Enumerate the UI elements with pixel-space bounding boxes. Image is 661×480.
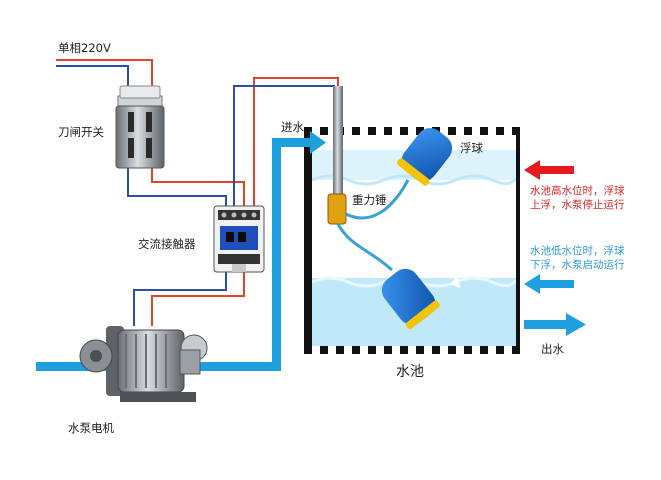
switch-label: 刀闸开关 [58,125,104,139]
wire-pump-blue [133,272,227,326]
weight-icon [327,193,347,225]
pipes: 进水 出水 [36,120,586,371]
wire-pump-red [151,272,245,326]
pipe-outlet [524,320,568,329]
svg-text:水池低水位时，浮球: 水池低水位时，浮球 [530,244,625,257]
outlet-arrow-icon [566,313,586,336]
svg-text:水池高水位时，浮球: 水池高水位时，浮球 [530,184,625,197]
wire-supply-blue [56,65,129,98]
contactor-label: 交流接触器 [138,237,196,251]
outlet-label: 出水 [541,342,564,356]
pump-motor-icon [79,326,208,402]
float-ball-icon [397,128,453,186]
inlet-arrow-icon [310,131,326,154]
float-ball-label: 浮球 [460,141,483,155]
svg-text:浮球下落: 浮球下落 [412,237,448,275]
low-water-arrow-icon [540,280,574,288]
float-ball-lower-icon [381,268,440,330]
high-water-arrow-icon [540,166,574,174]
pipe-discharge [196,362,278,371]
wire-coil-red [253,77,339,208]
wire-switch-red [151,168,245,208]
pipe-inlet [272,138,312,147]
float-cable-rod [333,86,343,194]
note-high-water: 水池高水位时，浮球 上浮，水泵停止运行 [524,160,625,211]
tank-wall-right [516,127,524,354]
wire-switch-blue [127,168,227,208]
tank-label: 水池 [396,364,424,380]
float-up-arrow: 浮球上浮 [395,184,454,249]
contactor-icon [213,205,265,273]
knife-switch-icon [115,85,165,169]
pipe-suction [36,362,106,371]
float-cable-upper [345,179,410,220]
pump-label: 水泵电机 [68,421,114,435]
float-cable-lower [336,223,394,272]
tank-wall-left [304,127,312,354]
pipe-riser [272,138,281,371]
svg-text:下浮，水泵启动运行: 下浮，水泵启动运行 [530,258,625,271]
note-low-water: 水池低水位时，浮球 下浮，水泵启动运行 [524,244,625,294]
wiring [56,59,339,326]
power-label: 单相220V [58,41,111,55]
tank-wall-bottom [304,346,524,354]
wire-supply-red [56,59,153,98]
inlet-label: 进水 [281,120,304,134]
tank-wall-top [304,127,524,135]
weight-label: 重力锤 [352,193,387,207]
svg-text:上浮，水泵停止运行: 上浮，水泵停止运行 [530,198,625,211]
svg-text:浮球上浮: 浮球上浮 [415,196,451,234]
